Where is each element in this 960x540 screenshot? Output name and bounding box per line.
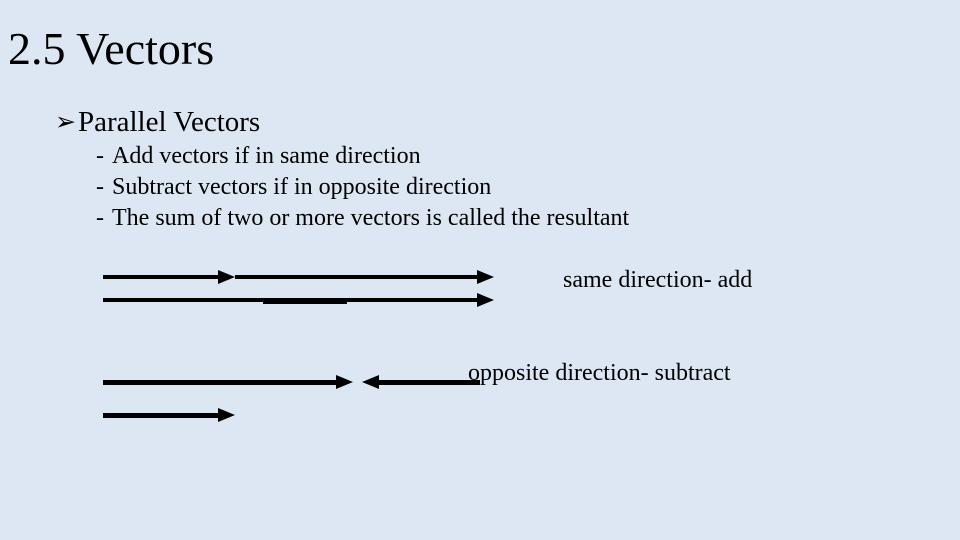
sub-bullet-text: The sum of two or more vectors is called… <box>112 205 630 231</box>
sub-bullet-text: Subtract vectors if in opposite directio… <box>112 174 492 200</box>
same-direction-label: same direction- add <box>563 267 753 293</box>
vector-arrow-overlap <box>263 301 347 304</box>
arrow-head <box>477 270 494 284</box>
dash-marker: - <box>96 143 104 169</box>
vector-arrow-shaft <box>103 275 218 279</box>
arrow-bullet-icon: ➢ <box>55 107 76 136</box>
arrow-head <box>336 375 353 389</box>
sub-bullet-list: - Add vectors if in same direction - Sub… <box>96 141 629 234</box>
dash-marker: - <box>96 205 104 231</box>
sub-bullet-resultant: - The sum of two or more vectors is call… <box>96 203 629 234</box>
vector-arrow-shaft <box>379 380 480 385</box>
arrow-head <box>477 293 494 307</box>
vector-arrow-shaft <box>103 298 477 302</box>
bullet-parallel-vectors: ➢ Parallel Vectors <box>55 105 260 139</box>
vector-arrow-shaft <box>103 413 218 418</box>
sub-bullet-text: Add vectors if in same direction <box>112 143 421 169</box>
vector-arrow-shaft <box>235 275 477 279</box>
arrow-head <box>218 270 235 284</box>
vector-arrow-shaft <box>103 380 336 385</box>
dash-marker: - <box>96 174 104 200</box>
page-title: 2.5 Vectors <box>8 23 215 74</box>
opposite-direction-label: opposite direction- subtract <box>468 360 731 386</box>
bullet-label: Parallel Vectors <box>77 106 261 138</box>
sub-bullet-add: - Add vectors if in same direction <box>96 141 629 172</box>
sub-bullet-subtract: - Subtract vectors if in opposite direct… <box>96 172 629 203</box>
arrow-head <box>362 375 379 389</box>
arrow-head <box>218 408 235 422</box>
